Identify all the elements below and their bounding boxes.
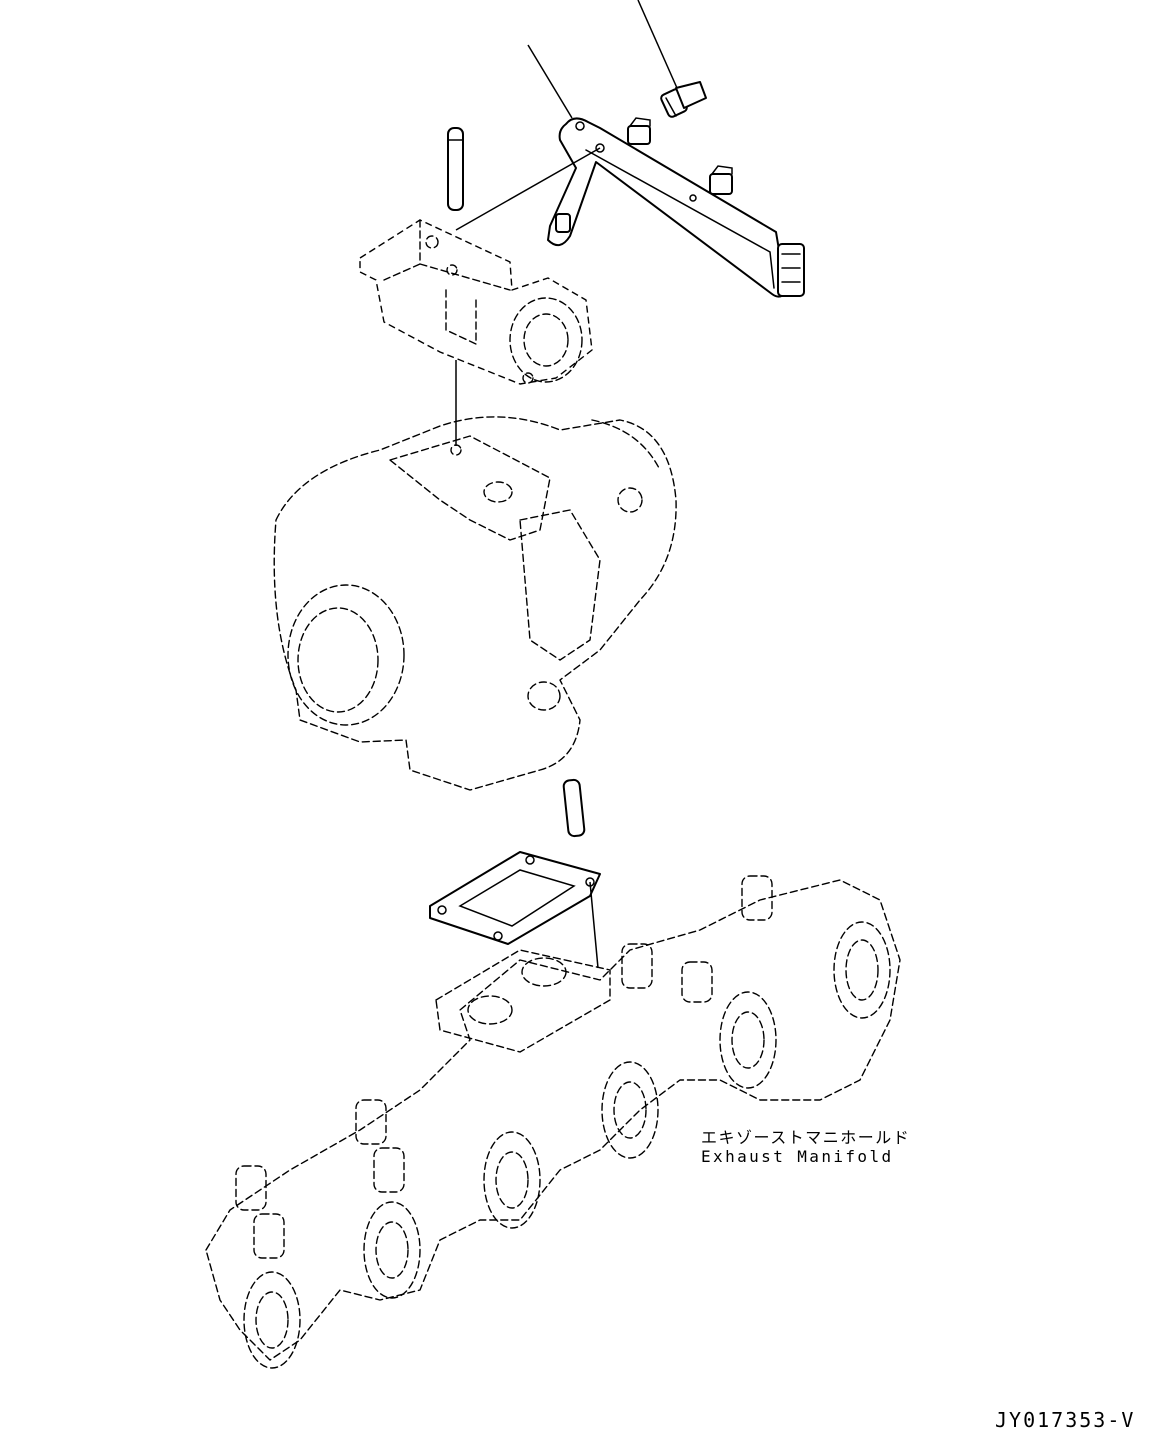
drawing-code: JY017353-V bbox=[995, 1408, 1136, 1432]
leader-lines bbox=[527, 0, 678, 119]
assembly-line bbox=[455, 147, 601, 231]
part-label-japanese: エキゾーストマニホールド bbox=[701, 1128, 911, 1147]
vgt-actuator bbox=[359, 219, 593, 385]
part-label-english: Exhaust Manifold bbox=[701, 1147, 894, 1166]
assembly-line bbox=[589, 881, 599, 969]
flange-bolt bbox=[660, 81, 707, 118]
dowel-pin bbox=[562, 778, 586, 838]
exhaust-manifold bbox=[205, 875, 901, 1369]
turbo-gasket bbox=[429, 851, 601, 945]
stud-pin bbox=[447, 127, 464, 211]
wiring-bracket bbox=[547, 117, 805, 298]
turbocharger bbox=[273, 416, 677, 791]
